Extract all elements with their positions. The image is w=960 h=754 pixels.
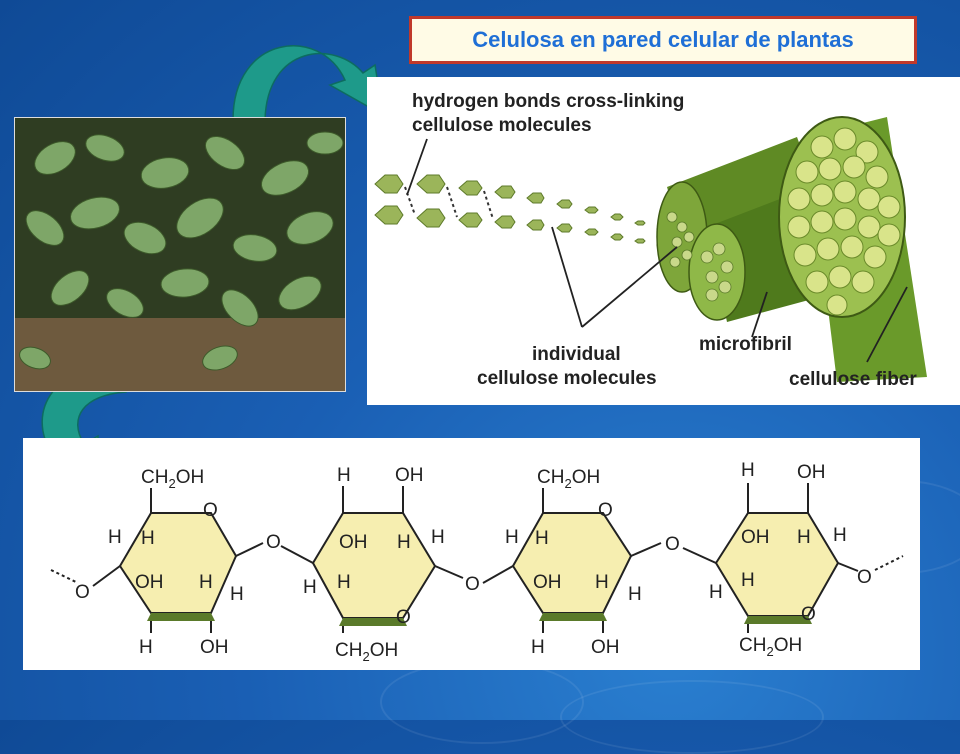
glucose-ring-2: H OH OH H H H H O CH2OH [303, 465, 445, 664]
glucose-ring-1: CH2OH O H H OH H H H OH [108, 467, 244, 658]
ring1-ch2oh: CH2OH [141, 467, 204, 491]
background-ripple [380, 660, 584, 744]
curved-arrow-top [232, 45, 384, 121]
ring2-h-in: H [397, 532, 411, 553]
ring4-h-top: H [741, 460, 755, 481]
ring2-h-left: H [303, 577, 317, 598]
ring3-oh-in: OH [533, 572, 562, 593]
glycosidic-o-1: O [266, 532, 281, 553]
ring1-oh-bottom: OH [200, 637, 229, 658]
label-individual-line2: cellulose molecules [477, 368, 657, 389]
ring4-ch2oh: CH2OH [739, 635, 802, 659]
ring4-o: O [801, 604, 816, 625]
ring3-oh-bottom: OH [591, 637, 620, 658]
fiber-illustration: hydrogen bonds cross-linking cellulose m… [374, 91, 927, 390]
ring2-oh-in: OH [339, 532, 368, 553]
ring1-h-in: H [141, 528, 155, 549]
label-individual-line1: individual [532, 344, 621, 365]
ring4-h-in: H [797, 527, 811, 548]
plant-photo [14, 117, 346, 392]
terminal-o-left: O [75, 582, 90, 603]
ring4-h-right: H [833, 525, 847, 546]
label-microfibril: microfibril [699, 334, 792, 355]
ring2-ch2oh: CH2OH [335, 640, 398, 664]
slide-title: Celulosa en pared celular de plantas [472, 27, 854, 52]
ring3-h-left: H [505, 527, 519, 548]
ring1-h-left: H [108, 527, 122, 548]
ring3-h-right: H [628, 584, 642, 605]
ring2-h-top: H [337, 465, 351, 486]
ring2-h-in2: H [337, 572, 351, 593]
ring3-o: O [598, 500, 613, 521]
ring3-h-in: H [535, 528, 549, 549]
haworth-structure: O CH2OH O H H OH H H H OH O H [50, 460, 904, 664]
glucose-ring-4: H OH OH H H H H O CH2OH [709, 460, 847, 659]
ring4-oh-in: OH [741, 527, 770, 548]
ring3-ch2oh: CH2OH [537, 467, 600, 491]
ring2-o: O [396, 607, 411, 628]
cellulose-structure-diagram: O CH2OH O H H OH H H H OH O H [23, 438, 920, 670]
label-cellulose-fiber: cellulose fiber [789, 369, 917, 390]
ring4-h-in2: H [741, 570, 755, 591]
ring4-oh-top: OH [797, 462, 826, 483]
glycosidic-o-2: O [465, 574, 480, 595]
glucose-ring-3: CH2OH O H H OH H H H OH [505, 467, 642, 658]
ring1-h-in2: H [199, 572, 213, 593]
ring2-oh-top: OH [395, 465, 424, 486]
plant-leaves-image [15, 118, 345, 391]
label-hydrogen-bonds-line2: cellulose molecules [412, 115, 592, 136]
terminal-o-right: O [857, 567, 872, 588]
label-hydrogen-bonds-line1: hydrogen bonds cross-linking [412, 91, 684, 112]
ring1-h-right: H [230, 584, 244, 605]
cellulose-fiber-diagram: hydrogen bonds cross-linking cellulose m… [367, 77, 960, 405]
ring4-h-left: H [709, 582, 723, 603]
ring1-oh-in: OH [135, 572, 164, 593]
ring3-h-bottom: H [531, 637, 545, 658]
background-ripple [560, 680, 824, 754]
slide-title-box: Celulosa en pared celular de plantas [409, 16, 917, 64]
ring1-o: O [203, 500, 218, 521]
ring3-h-in2: H [595, 572, 609, 593]
glycosidic-o-3: O [665, 534, 680, 555]
ring1-h-bottom: H [139, 637, 153, 658]
ring2-h-right: H [431, 527, 445, 548]
